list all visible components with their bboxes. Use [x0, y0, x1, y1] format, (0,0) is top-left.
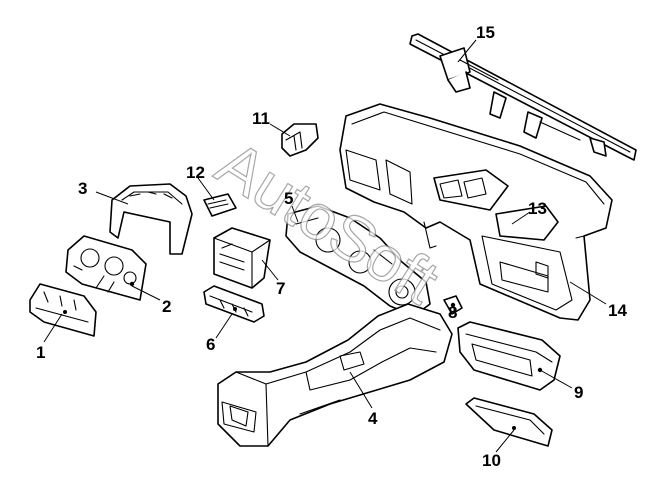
callout-2: 2 [162, 297, 171, 316]
part-radio-unit [213, 227, 271, 289]
part-tray [465, 397, 553, 447]
part-dashboard [339, 103, 613, 321]
part-cluster-hood [109, 183, 193, 255]
callout-4: 4 [368, 409, 378, 428]
callout-1: 1 [36, 343, 45, 362]
callout-11: 11 [252, 109, 270, 128]
callout-10: 10 [482, 451, 501, 470]
callout-7: 7 [276, 279, 285, 298]
callout-9: 9 [574, 383, 583, 402]
callout-14: 14 [608, 301, 627, 320]
part-cluster-lens [29, 283, 97, 337]
callout-labels: 1 2 3 4 5 6 7 8 9 10 11 12 13 14 15 [36, 23, 627, 470]
callout-12: 12 [186, 163, 205, 182]
callout-5: 5 [284, 189, 293, 208]
part-bracket [443, 295, 463, 315]
callout-13: 13 [528, 199, 547, 218]
leader-lines [43, 39, 607, 453]
part-side-vent [281, 123, 319, 157]
part-switch [203, 193, 237, 217]
callout-15: 15 [476, 23, 495, 42]
part-instrument-cluster [65, 235, 147, 301]
part-glove-box [457, 321, 561, 391]
callout-6: 6 [206, 335, 215, 354]
callout-8: 8 [448, 303, 457, 322]
part-center-console [217, 303, 453, 447]
callout-3: 3 [78, 179, 87, 198]
part-cross-car-beam [409, 33, 637, 161]
part-climate-panel [203, 285, 265, 323]
